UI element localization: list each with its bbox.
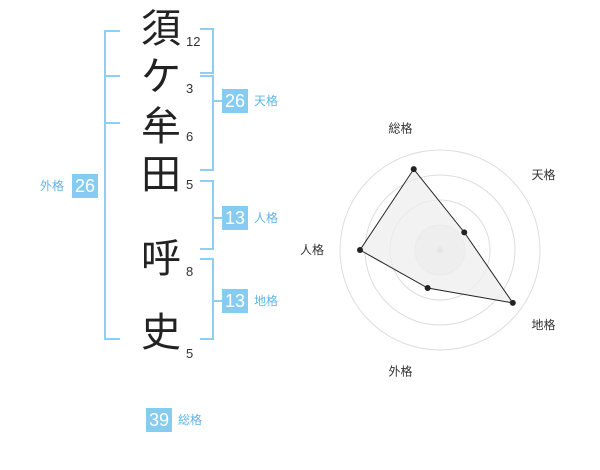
radar-ring-4 (339, 149, 541, 351)
radar-axis-label-5: 人格 (300, 242, 324, 257)
left-outer-bracket-top (104, 30, 120, 32)
stroke-count-1: 12 (186, 34, 201, 49)
radar-axis-label-4: 外格 (388, 364, 412, 379)
radar-point-1 (410, 166, 417, 173)
name-char-3: 牟 (141, 104, 181, 150)
stroke-count-2: 3 (186, 81, 194, 96)
mid-bracket-vline (212, 75, 214, 171)
chikaku-value-badge: 13 (222, 289, 249, 313)
left-outer-bracket-bottom (104, 338, 120, 340)
stroke-count-3: 6 (186, 129, 194, 144)
chikaku-bracket-vline (212, 258, 214, 340)
jinkaku-bracket-bottom (200, 248, 214, 250)
mid-bracket-bottom (200, 169, 214, 171)
tenkaku-bracket-bottom (200, 72, 214, 74)
stroke-count-5: 8 (186, 264, 194, 279)
stroke-count-6: 5 (186, 346, 194, 361)
chikaku-label: 地格 (254, 294, 279, 308)
stroke-count-4: 5 (186, 177, 194, 192)
name-char-4: 田 (141, 152, 181, 198)
chikaku-bracket-top (200, 258, 214, 260)
tenkaku-label: 天格 (254, 94, 279, 108)
radar-point-3 (509, 299, 516, 306)
left-outer-bracket-vline (104, 30, 106, 340)
name-char-6: 史 (141, 310, 181, 356)
tenkaku-value-badge: 26 (222, 89, 249, 113)
name-char-5: 呼 (141, 236, 181, 282)
radar-polygon (359, 168, 514, 304)
name-char-1: 須 (141, 6, 181, 52)
left-tick-2 (106, 122, 120, 124)
gaikaku-value-badge: 26 (72, 174, 99, 198)
mid-bracket-top (200, 75, 214, 77)
jinkaku-label: 人格 (254, 211, 279, 225)
radar-axis-label-1: 総格 (388, 120, 412, 135)
radar-axis-label-2: 天格 (532, 167, 556, 182)
jinkaku-bracket-top (200, 180, 214, 182)
jinkaku-connector (214, 217, 222, 219)
jinkaku-value-badge: 13 (222, 206, 249, 230)
radar-point-2 (461, 229, 468, 236)
tenkaku-bracket-top (200, 28, 214, 30)
tenkaku-bracket-vline (212, 28, 214, 74)
jinkaku-bracket-vline (212, 180, 214, 250)
chikaku-connector (214, 300, 222, 302)
gaikaku-label: 外格 (40, 179, 65, 193)
soukaku-value-badge: 39 (146, 408, 173, 432)
radar-point-4 (424, 285, 431, 292)
left-tick-1 (106, 75, 120, 77)
radar-axis-label-3: 地格 (532, 317, 556, 332)
chikaku-bracket-bottom (200, 338, 214, 340)
tenkaku-connector (214, 100, 222, 102)
radar-point-5 (357, 247, 363, 253)
soukaku-label: 総格 (178, 413, 203, 427)
name-char-2: ケ (141, 54, 181, 100)
